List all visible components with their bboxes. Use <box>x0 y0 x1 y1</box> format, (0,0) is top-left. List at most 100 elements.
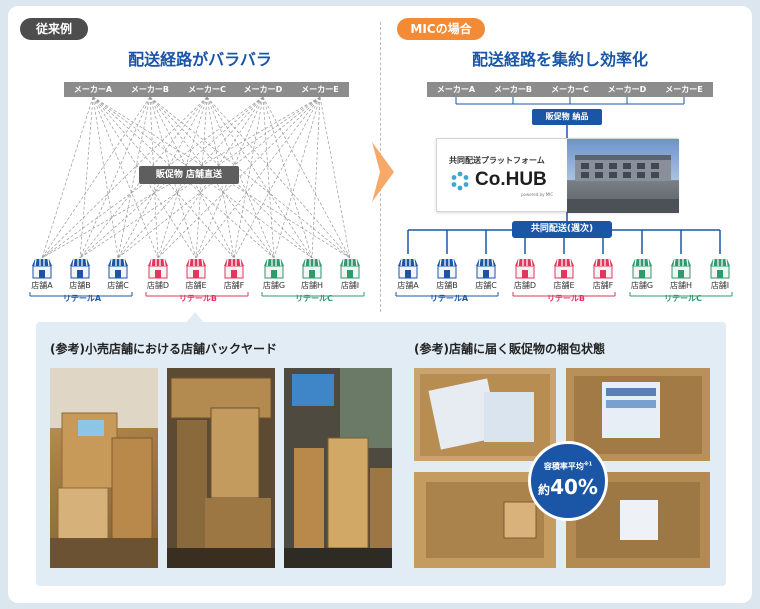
store-icon <box>476 258 496 279</box>
store-g-left-label: 店舗G <box>262 281 286 290</box>
store-f-right-label: 店舗F <box>592 281 614 290</box>
route-line <box>92 96 159 259</box>
store-icon <box>554 258 574 279</box>
store-icon <box>302 258 322 279</box>
right-title: 配送経路を集約し効率化 <box>471 50 648 69</box>
route-line <box>149 96 313 259</box>
route-line <box>41 96 151 259</box>
store-icon <box>671 258 691 279</box>
cohub-logo-icon <box>451 171 469 191</box>
route-line <box>92 96 119 259</box>
route-line <box>117 96 321 259</box>
store-d-right-label: 店舗D <box>513 281 537 290</box>
route-line <box>195 96 321 259</box>
store-h-left-label: 店舗H <box>300 281 323 290</box>
badge-value: 約40% <box>538 475 598 499</box>
joint-delivery-label: 共同配送(週次) <box>512 221 612 238</box>
badge-footnote-mark: ※1 <box>583 461 593 468</box>
maker-b-left: メーカーB <box>121 82 179 97</box>
backyard-photo-2 <box>167 368 275 568</box>
volume-ratio-badge: 容積率平均※1 約40% <box>528 441 608 521</box>
maker-e-right: メーカーE <box>655 82 713 97</box>
route-line <box>157 96 208 259</box>
route-line <box>273 96 321 259</box>
maker-c-left: メーカーC <box>178 82 236 97</box>
cohub-powered-by: powered by MIC <box>521 192 554 197</box>
route-line <box>79 96 94 259</box>
direct-to-store-label: 販促物 店舗直送 <box>139 166 239 184</box>
cohub-logo: Co.HUB <box>475 169 547 190</box>
store-icon <box>108 258 128 279</box>
maker-c-right: メーカーC <box>541 82 599 97</box>
badge-label: 容積率平均※1 <box>543 461 593 471</box>
route-line <box>262 96 313 259</box>
route-line <box>79 96 321 259</box>
maker-a-left: メーカーA <box>64 82 122 97</box>
panel-pointer-icon <box>185 312 205 324</box>
route-line <box>149 96 351 259</box>
route-line <box>79 96 151 259</box>
store-icon <box>515 258 535 279</box>
store-icon <box>710 258 730 279</box>
store-c-left-label: 店舗C <box>107 281 129 290</box>
maker-a-right: メーカーA <box>427 82 485 97</box>
store-icon <box>632 258 652 279</box>
routes-diagram <box>29 96 733 297</box>
maker-d-left: メーカーD <box>234 82 292 97</box>
route-line <box>233 96 321 259</box>
backyard-photo-1 <box>50 368 158 568</box>
backyard-photo-3 <box>284 368 392 568</box>
route-line <box>117 96 264 259</box>
store-i-left-label: 店舗I <box>340 281 360 290</box>
route-line <box>41 96 94 259</box>
store-icon <box>593 258 613 279</box>
store-icon <box>398 258 418 279</box>
packaging-photo-1 <box>414 368 556 461</box>
route-line <box>206 96 313 259</box>
store-i-right-label: 店舗I <box>710 281 730 290</box>
store-h-right-label: 店舗H <box>669 281 692 290</box>
store-a-left-label: 店舗A <box>31 281 53 290</box>
maker-b-right: メーカーB <box>484 82 542 97</box>
route-line <box>206 96 351 259</box>
route-line <box>262 96 275 259</box>
store-f-left-label: 店舗F <box>223 281 245 290</box>
store-icon <box>437 258 457 279</box>
route-line <box>157 96 321 259</box>
store-b-left-label: 店舗B <box>69 281 91 290</box>
store-icon <box>264 258 284 279</box>
retailer-a-right-label: リテールA <box>429 294 469 303</box>
packaging-photo-2 <box>566 368 710 461</box>
maker-d-right: メーカーD <box>598 82 656 97</box>
left-title: 配送経路がバラバラ <box>128 50 272 69</box>
retailer-c-right-label: リテールC <box>664 294 702 303</box>
cohub-subtitle: 共同配送プラットフォーム <box>449 156 545 165</box>
route-line <box>311 96 321 259</box>
store-icon <box>186 258 206 279</box>
store-e-left-label: 店舗E <box>185 281 207 290</box>
route-line <box>41 96 208 259</box>
retailer-c-left-label: リテールC <box>295 294 333 303</box>
store-g-right-label: 店舗G <box>630 281 654 290</box>
maker-e-left: メーカーE <box>291 82 349 97</box>
route-line <box>149 96 197 259</box>
store-b-right-label: 店舗B <box>436 281 458 290</box>
transition-arrow-icon <box>372 142 394 202</box>
store-icon <box>148 258 168 279</box>
route-line <box>117 96 151 259</box>
store-icon <box>224 258 244 279</box>
store-icon <box>70 258 90 279</box>
store-e-right-label: 店舗E <box>553 281 575 290</box>
route-line <box>206 96 275 259</box>
packaging-photo-3 <box>414 472 556 568</box>
route-line <box>319 96 351 259</box>
store-icon <box>340 258 360 279</box>
packaging-title: (参考)店舗に届く販促物の梱包状態 <box>414 342 605 356</box>
backyard-title: (参考)小売店舗における店舗バックヤード <box>50 342 277 356</box>
store-a-right-label: 店舗A <box>397 281 419 290</box>
mic-case-tag: MICの場合 <box>397 18 485 40</box>
route-line <box>233 96 264 259</box>
route-line <box>262 96 351 259</box>
conventional-tag: 従来例 <box>20 18 88 40</box>
cohub-platform-card: 共同配送プラットフォーム Co.HUB powered by MIC <box>436 138 679 213</box>
